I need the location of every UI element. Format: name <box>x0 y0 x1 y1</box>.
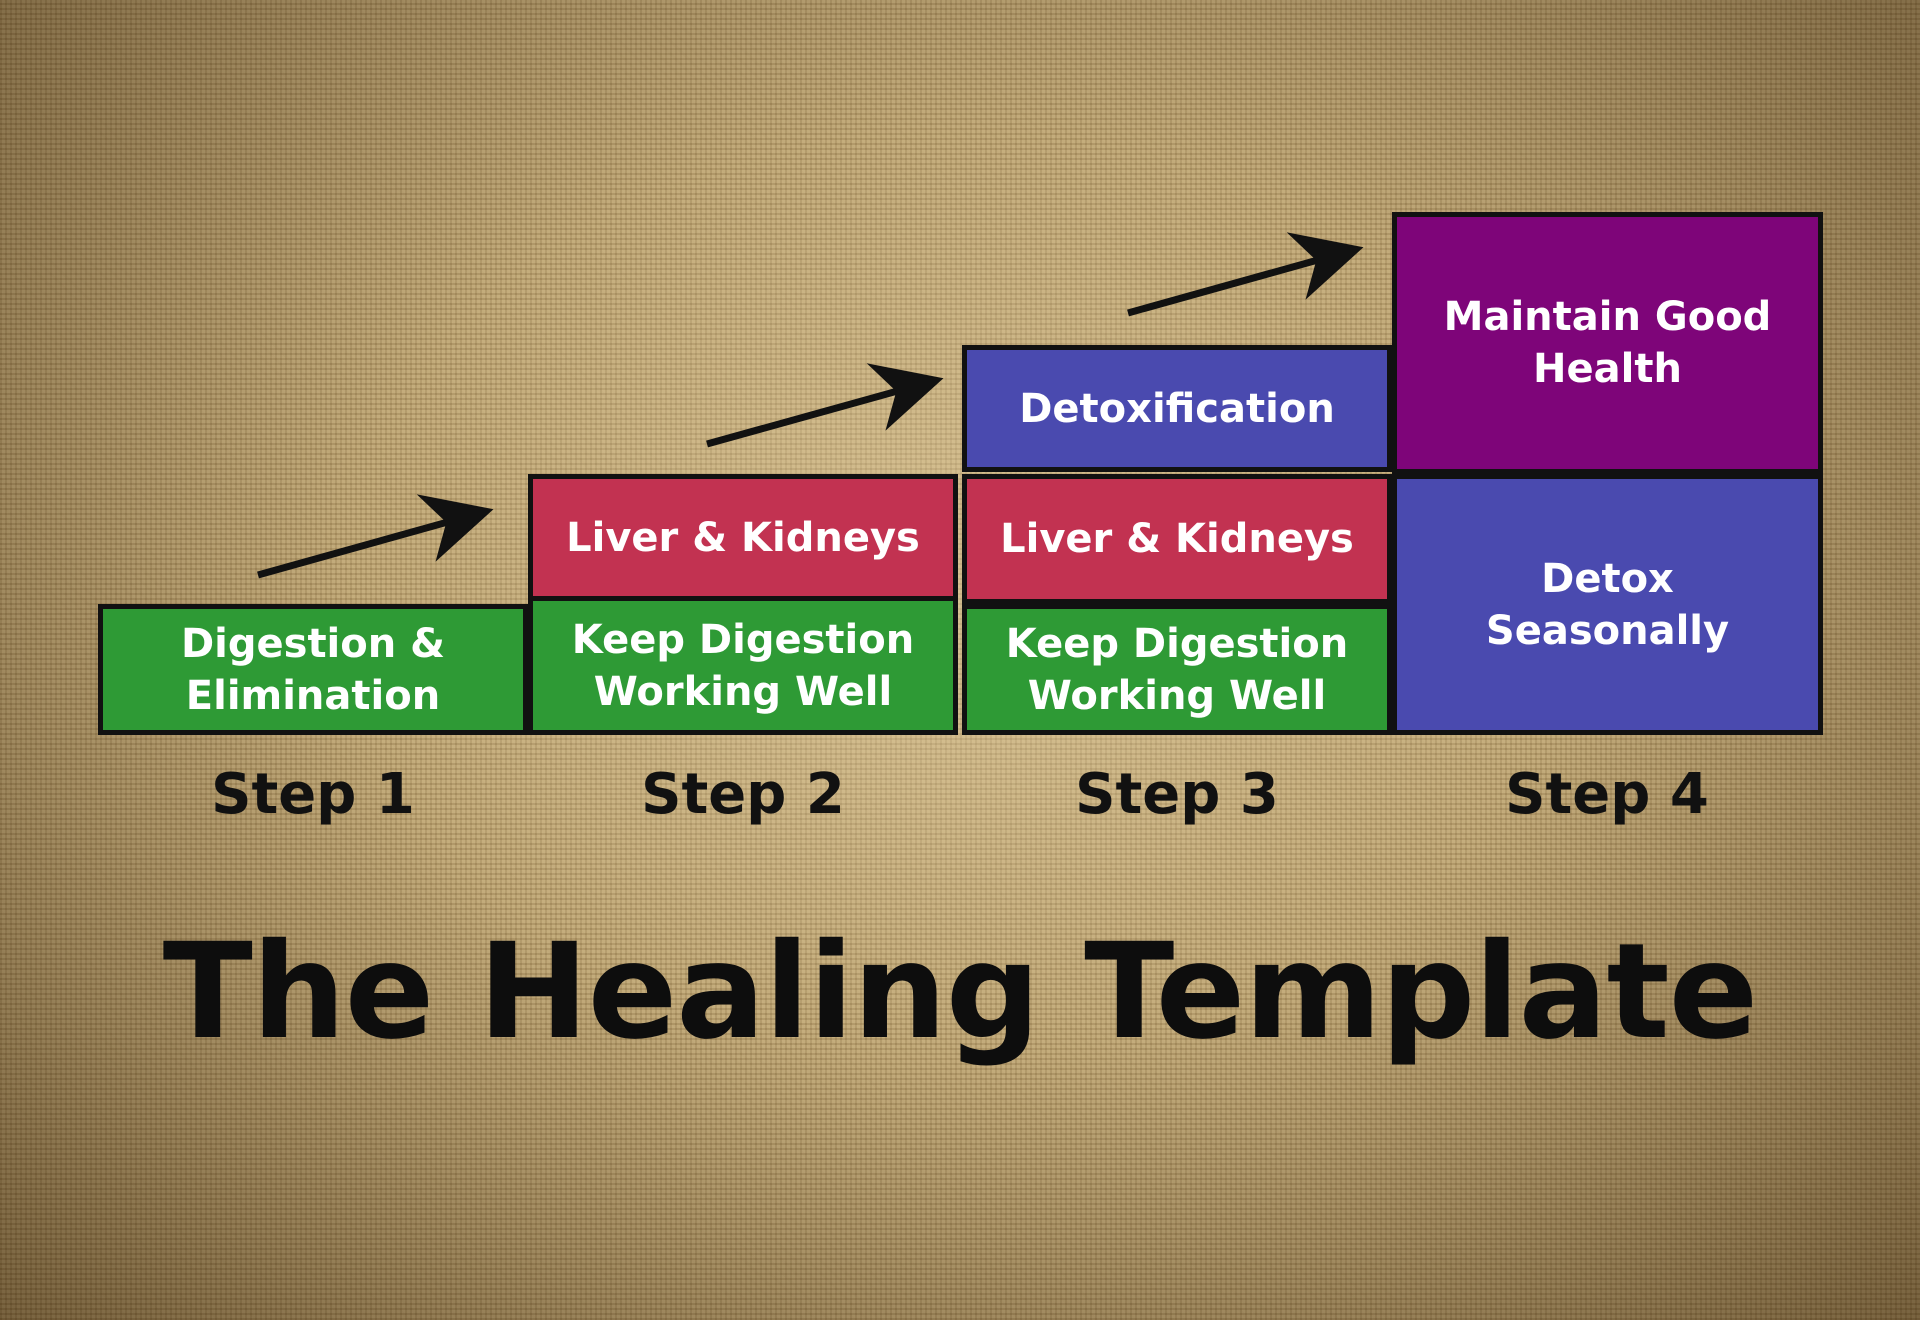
step1-digestion-elimination-block: Digestion & Elimination <box>98 604 528 735</box>
arrow-step2-to-step3 <box>706 363 944 448</box>
step3-keep-digestion-block: Keep Digestion Working Well <box>962 604 1392 735</box>
step1-label: Step 1 <box>211 762 415 827</box>
step4-maintain-good-health-block: Maintain Good Health <box>1392 212 1823 474</box>
step2-liver-kidneys-block: Liver & Kidneys <box>528 474 958 601</box>
step2-keep-digestion-block: Keep Digestion Working Well <box>528 596 958 735</box>
step3-detoxification-block: Detoxification <box>962 345 1392 472</box>
step4-detox-seasonally-block: Detox Seasonally <box>1392 474 1823 735</box>
arrow-step1-to-step2 <box>257 494 494 579</box>
step2-label: Step 2 <box>641 762 845 827</box>
page-title: The Healing Template <box>162 915 1759 1069</box>
step4-label: Step 4 <box>1505 762 1709 827</box>
arrow-step3-to-step4 <box>1127 232 1364 317</box>
step3-label: Step 3 <box>1075 762 1279 827</box>
step3-liver-kidneys-block: Liver & Kidneys <box>962 474 1392 604</box>
